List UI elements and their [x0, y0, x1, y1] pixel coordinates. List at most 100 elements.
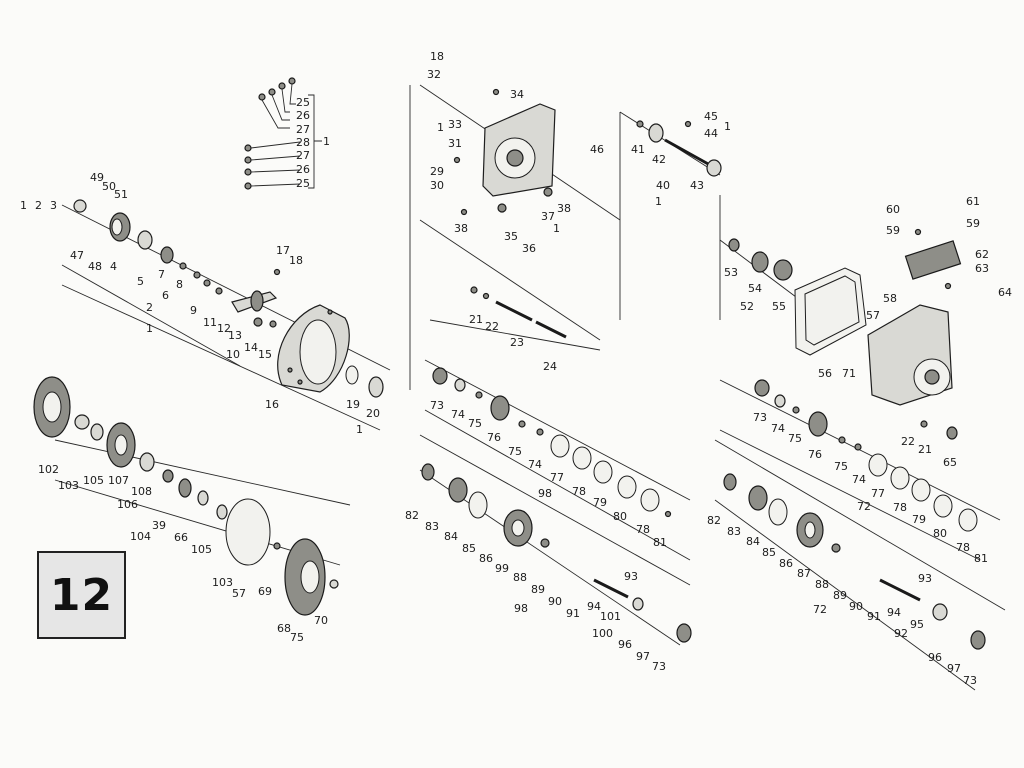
callout: 28	[296, 136, 310, 149]
callout: 60	[886, 203, 900, 216]
callout: 87	[797, 567, 811, 580]
callout: 14	[244, 341, 258, 354]
callout: 63	[975, 262, 989, 275]
callout: 35	[504, 230, 518, 243]
callout: 95	[910, 618, 924, 631]
callout: 78	[956, 541, 970, 554]
callout: 22	[901, 435, 915, 448]
callout: 53	[724, 266, 738, 279]
callout: 7	[158, 268, 165, 281]
callout: 1	[724, 120, 731, 133]
callout: 76	[808, 448, 822, 461]
callout: 83	[727, 525, 741, 538]
callout: 57	[866, 309, 880, 322]
callout: 18	[430, 50, 444, 63]
callout: 108	[131, 485, 152, 498]
callout: 65	[943, 456, 957, 469]
callout: 41	[631, 143, 645, 156]
callout: 75	[290, 631, 304, 644]
callout: 55	[772, 300, 786, 313]
callout: 36	[522, 242, 536, 255]
callout: 1	[553, 222, 560, 235]
callout: 49	[90, 171, 104, 184]
section-number-badge: 12	[37, 551, 126, 639]
callout: 103	[212, 576, 233, 589]
callout: 27	[296, 123, 310, 136]
fastener-group-top	[244, 77, 322, 190]
callout: 75	[468, 417, 482, 430]
callout: 31	[448, 137, 462, 150]
callout: 79	[912, 513, 926, 526]
callout: 70	[314, 614, 328, 627]
callout: 85	[762, 546, 776, 559]
callout: 50	[102, 180, 116, 193]
callout: 48	[88, 260, 102, 273]
callout: 97	[947, 662, 961, 675]
callout: 74	[451, 408, 465, 421]
callout: 38	[454, 222, 468, 235]
callout: 73	[430, 399, 444, 412]
callout: 85	[462, 542, 476, 555]
callout: 75	[508, 445, 522, 458]
callout: 86	[479, 552, 493, 565]
callout: 96	[928, 651, 942, 664]
callout: 81	[974, 552, 988, 565]
input-assembly-left	[61, 199, 391, 431]
callout: 78	[893, 501, 907, 514]
callout: 96	[618, 638, 632, 651]
callout: 20	[366, 407, 380, 420]
callout: 61	[966, 195, 980, 208]
callout: 77	[550, 471, 564, 484]
callout: 83	[425, 520, 439, 533]
callout: 59	[886, 224, 900, 237]
callout: 74	[852, 473, 866, 486]
callout: 71	[842, 367, 856, 380]
callout-labels: 25 26 27 28 27 26 25 1 1 2 3 49 50 51 47…	[20, 50, 1012, 687]
callout: 84	[444, 530, 458, 543]
callout: 78	[572, 485, 586, 498]
callout: 13	[228, 329, 242, 342]
callout: 102	[38, 463, 59, 476]
callout: 98	[538, 487, 552, 500]
callout: 105	[83, 474, 104, 487]
callout: 26	[296, 163, 310, 176]
callout: 75	[788, 432, 802, 445]
callout: 59	[966, 217, 980, 230]
callout: 74	[771, 422, 785, 435]
callout: 94	[587, 600, 601, 613]
middle-shaft-stack	[424, 359, 691, 561]
callout: 44	[704, 127, 718, 140]
callout: 47	[70, 249, 84, 262]
lower-middle-assembly	[419, 434, 692, 646]
callout: 57	[232, 587, 246, 600]
callout: 76	[487, 431, 501, 444]
callout: 90	[548, 595, 562, 608]
callout: 45	[704, 110, 718, 123]
callout: 73	[652, 660, 666, 673]
callout: 52	[740, 300, 754, 313]
callout: 1	[20, 199, 27, 212]
callout: 58	[883, 292, 897, 305]
section-number: 12	[49, 569, 114, 621]
callout: 16	[265, 398, 279, 411]
callout: 6	[162, 289, 169, 302]
callout: 106	[117, 498, 138, 511]
callout: 25	[296, 177, 310, 190]
callout: 1	[146, 322, 153, 335]
callout: 89	[531, 583, 545, 596]
callout: 107	[108, 474, 129, 487]
callout: 25	[296, 96, 310, 109]
selector-rod	[429, 286, 601, 351]
callout: 91	[867, 610, 881, 623]
callout: 72	[857, 500, 871, 513]
callout: 82	[405, 509, 419, 522]
callout: 93	[918, 572, 932, 585]
callout: 24	[543, 360, 557, 373]
callout: 22	[485, 320, 499, 333]
callout: 84	[746, 535, 760, 548]
callout: 66	[174, 531, 188, 544]
callout: 89	[833, 589, 847, 602]
callout: 1	[323, 135, 330, 148]
callout: 2	[35, 199, 42, 212]
